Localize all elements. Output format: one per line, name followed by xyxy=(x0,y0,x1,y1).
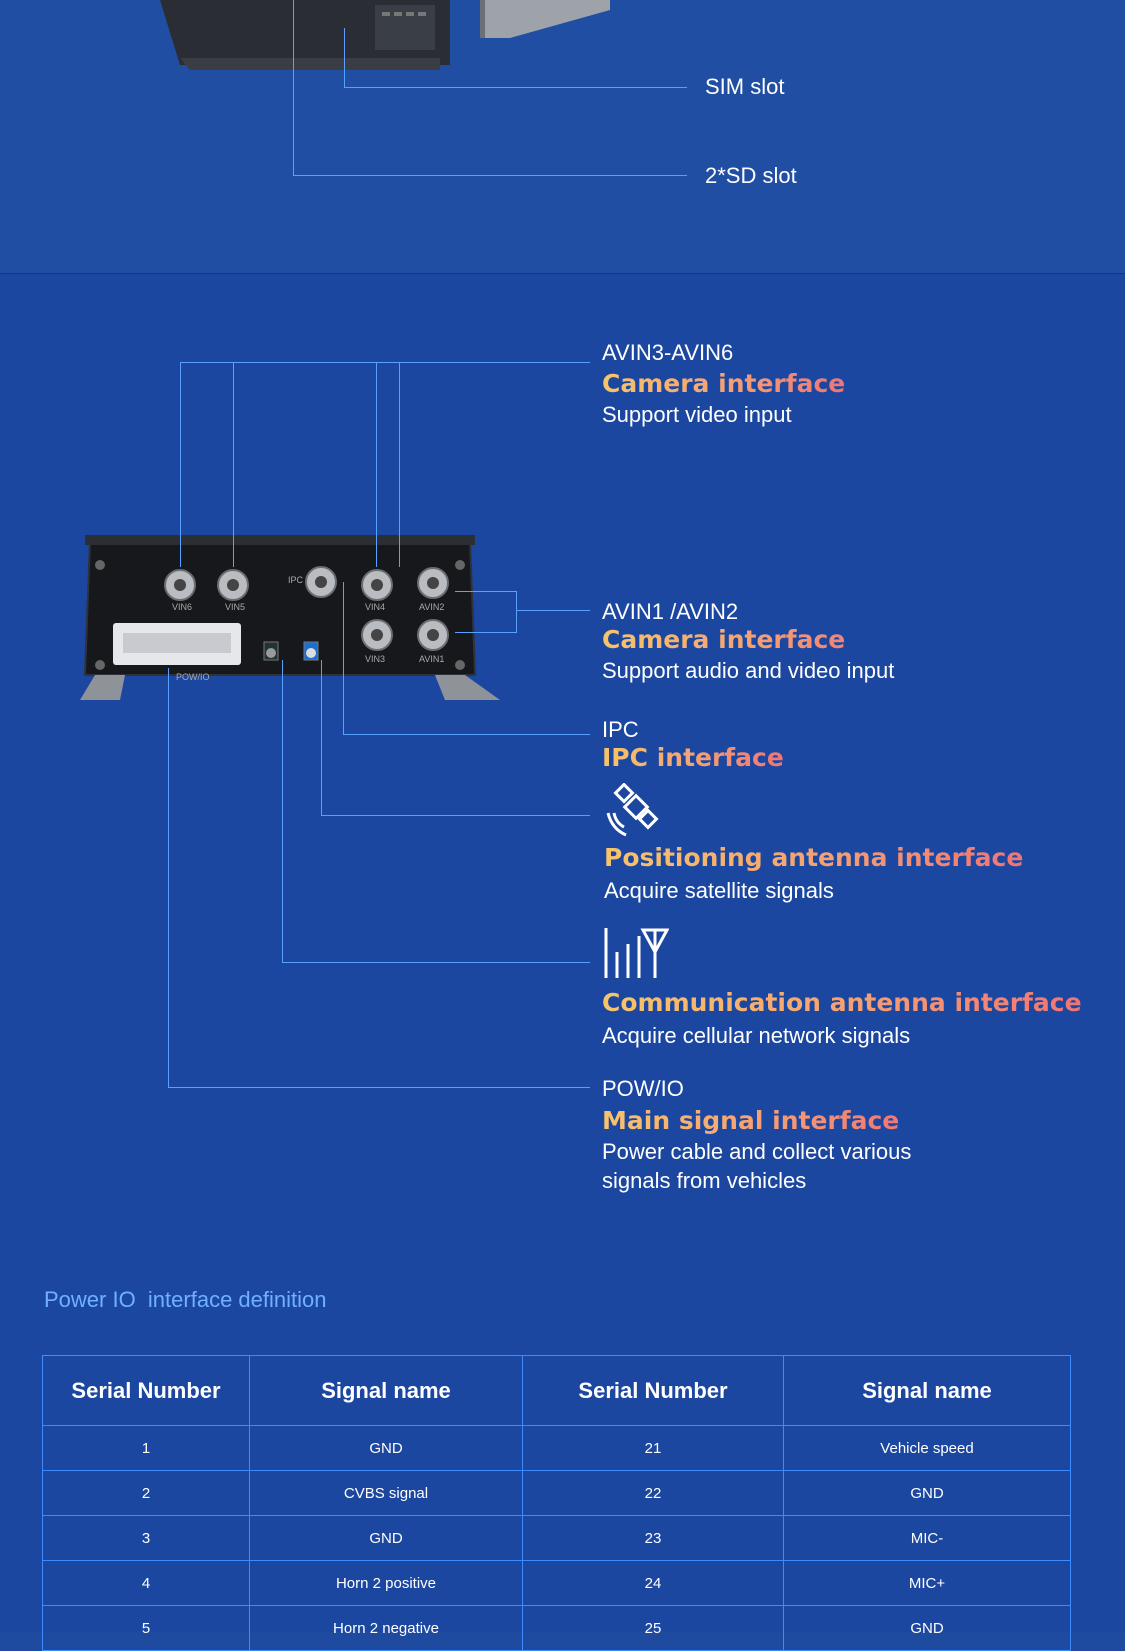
top-section: SIM slot 2*SD slot xyxy=(0,0,1125,273)
section-divider xyxy=(0,273,1125,274)
interface-communication: Communication antenna interface Acquire … xyxy=(602,988,1082,1050)
cell: 1 xyxy=(42,1425,250,1471)
interface-desc: Acquire cellular network signals xyxy=(602,1023,911,1048)
interface-code: POW/IO xyxy=(602,1076,684,1101)
interface-title: Main signal interface xyxy=(602,1106,911,1135)
signal-antenna-icon xyxy=(604,928,669,978)
table-title: Power IO interface definition xyxy=(44,1287,327,1312)
device-label-vin4: VIN4 xyxy=(365,602,386,612)
interface-title: IPC interface xyxy=(602,743,784,772)
sd-leader-vertical xyxy=(293,0,294,176)
cell: GND xyxy=(249,1425,523,1471)
cell: GND xyxy=(249,1515,523,1561)
interface-code: AVIN3-AVIN6 xyxy=(602,340,734,365)
cell: 23 xyxy=(522,1515,784,1561)
interface-positioning: Positioning antenna interface Acquire sa… xyxy=(604,843,1023,905)
device-label-ipc: IPC xyxy=(288,575,304,585)
interface-code: AVIN1 /AVIN2 xyxy=(602,599,739,624)
interface-title: Camera interface xyxy=(602,369,846,398)
interface-title: Positioning antenna interface xyxy=(604,843,1024,872)
sd-leader-horizontal xyxy=(293,175,687,176)
interface-desc: Power cable and collect various xyxy=(602,1139,912,1164)
cell: Horn 2 positive xyxy=(249,1560,523,1606)
interface-desc-line2: signals from vehicles xyxy=(602,1168,807,1193)
cell: CVBS signal xyxy=(249,1470,523,1516)
device-label-vin5: VIN5 xyxy=(225,602,246,612)
cell: Vehicle speed xyxy=(783,1425,1071,1471)
cell: MIC- xyxy=(783,1515,1071,1561)
device-label-avin2: AVIN2 xyxy=(419,602,445,612)
cell: MIC+ xyxy=(783,1560,1071,1606)
table-row: 1 GND 21 Vehicle speed xyxy=(42,1425,1071,1471)
cell: 21 xyxy=(522,1425,784,1471)
cell: 25 xyxy=(522,1605,784,1651)
interface-avin1-2: AVIN1 /AVIN2 Camera interface Support au… xyxy=(602,599,894,685)
table-header-row: Serial Number Signal name Serial Number … xyxy=(42,1355,1071,1426)
table-row: 3 GND 23 MIC- xyxy=(42,1515,1071,1561)
cell: 22 xyxy=(522,1470,784,1516)
power-io-table: Serial Number Signal name Serial Number … xyxy=(42,1355,1071,1651)
interface-powio: POW/IO Main signal interface Power cable… xyxy=(602,1076,911,1195)
table-row: 5 Horn 2 negative 25 GND xyxy=(42,1605,1071,1651)
device-label-avin1: AVIN1 xyxy=(419,654,445,664)
device-label-vin6: VIN6 xyxy=(172,602,193,612)
satellite-icon xyxy=(606,783,659,837)
cell: 24 xyxy=(522,1560,784,1606)
cell: GND xyxy=(783,1470,1071,1516)
sd-slot-label: 2*SD slot xyxy=(705,163,797,188)
cell: 5 xyxy=(42,1605,250,1651)
header-signal-name: Signal name xyxy=(249,1355,523,1426)
device-front-image xyxy=(80,535,500,700)
device-label-vin3: VIN3 xyxy=(365,654,386,664)
header-serial-number: Serial Number xyxy=(42,1355,250,1426)
device-label-powio: POW/IO xyxy=(176,672,210,682)
bracket-image xyxy=(480,0,610,38)
interface-title: Communication antenna interface xyxy=(602,988,1082,1017)
sim-slot-label: SIM slot xyxy=(705,74,785,99)
sim-leader-vertical xyxy=(344,28,345,88)
table-row: 2 CVBS signal 22 GND xyxy=(42,1470,1071,1516)
cell: 2 xyxy=(42,1470,250,1516)
interface-code: IPC xyxy=(602,717,639,742)
cell: Horn 2 negative xyxy=(249,1605,523,1651)
cell: 4 xyxy=(42,1560,250,1606)
interface-avin3-6: AVIN3-AVIN6 Camera interface Support vid… xyxy=(602,340,845,429)
header-signal-name: Signal name xyxy=(783,1355,1071,1426)
interface-ipc: IPC IPC interface xyxy=(602,717,784,772)
device-top-image xyxy=(160,0,450,70)
interface-title: Camera interface xyxy=(602,625,894,654)
interface-desc: Acquire satellite signals xyxy=(604,878,834,903)
cell: 3 xyxy=(42,1515,250,1561)
interface-desc: Support video input xyxy=(602,402,792,427)
header-serial-number: Serial Number xyxy=(522,1355,784,1426)
interface-desc: Support audio and video input xyxy=(602,658,895,683)
cell: GND xyxy=(783,1605,1071,1651)
table-row: 4 Horn 2 positive 24 MIC+ xyxy=(42,1560,1071,1606)
sim-leader-horizontal xyxy=(344,87,687,88)
